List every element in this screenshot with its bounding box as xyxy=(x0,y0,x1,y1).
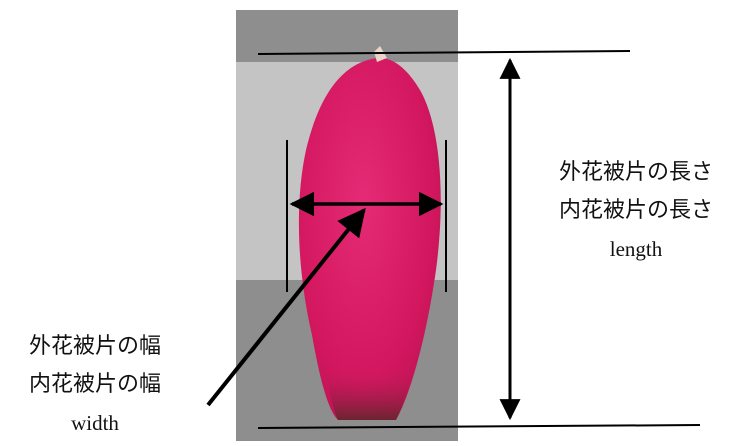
width-english: width xyxy=(71,411,119,435)
inner-tepal-length: 内花被片の長さ xyxy=(558,198,713,223)
inner-tepal-width: 内花被片の幅 xyxy=(28,372,161,397)
outer-tepal-length: 外花被片の長さ xyxy=(558,160,713,185)
length-label: 外花被片の長さ 内花被片の長さ length xyxy=(536,154,736,268)
length-english: length xyxy=(609,237,663,261)
width-label: 外花被片の幅 内花被片の幅 width xyxy=(4,328,186,442)
bottom-reference-line xyxy=(257,424,701,429)
pointer-arrow-icon xyxy=(206,207,366,407)
outer-tepal-width: 外花被片の幅 xyxy=(28,334,161,359)
petal-base-shading xyxy=(326,370,414,420)
top-reference-line xyxy=(257,50,631,55)
petal xyxy=(298,57,441,420)
